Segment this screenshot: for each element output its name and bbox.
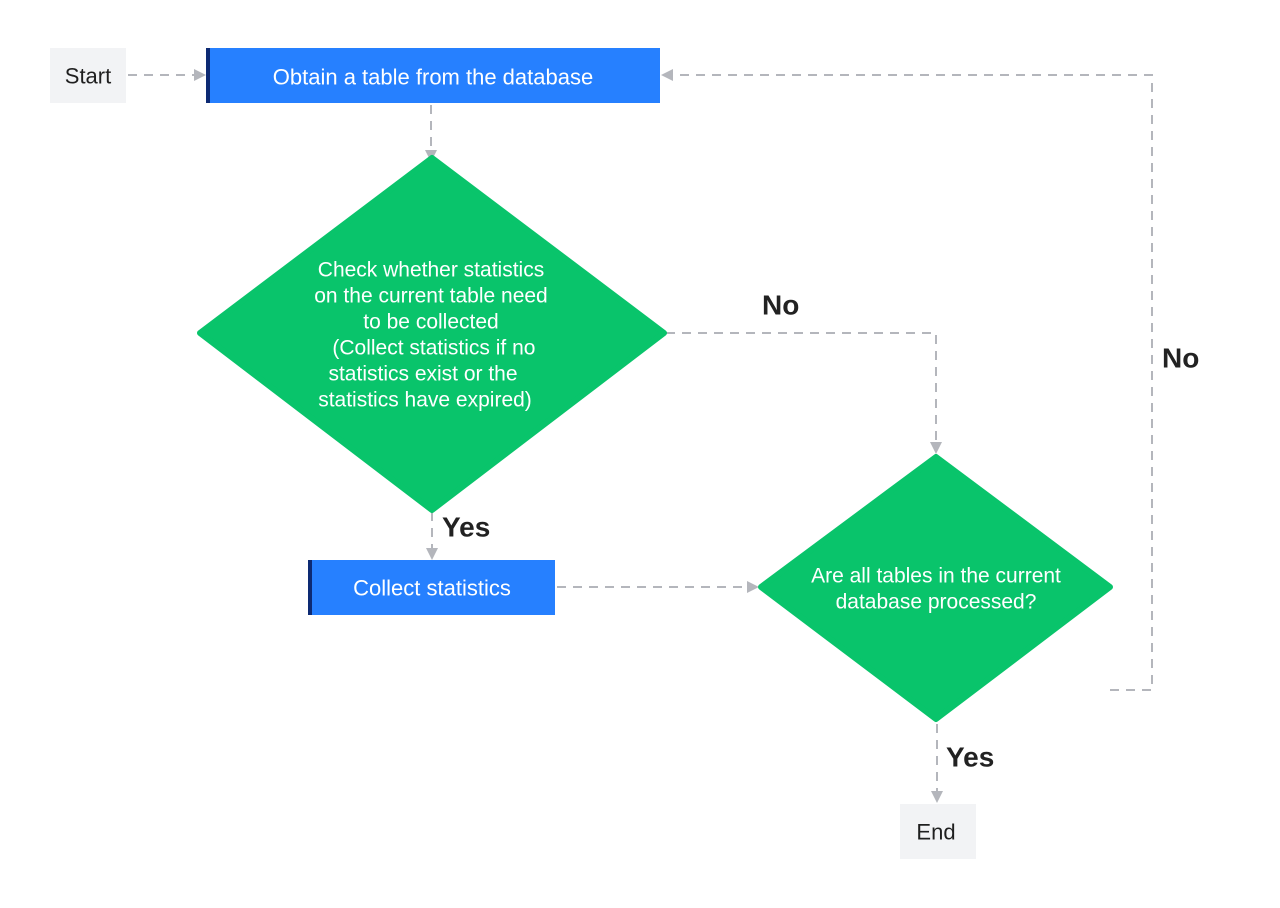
- check-yes-label: Yes: [442, 512, 490, 543]
- start-label: Start: [65, 64, 111, 89]
- check-line-2: on the current table need: [314, 285, 548, 308]
- check-line-3: to be collected: [363, 311, 498, 334]
- all-processed-line-2: database processed?: [836, 591, 1037, 614]
- check-line-5: statistics exist or the: [328, 363, 517, 386]
- check-line-6: statistics have expired): [318, 389, 532, 412]
- obtain-table-node: Obtain a table from the database: [206, 48, 660, 103]
- collect-statistics-node: Collect statistics: [308, 560, 555, 615]
- edge-check-no: [666, 332, 942, 454]
- all-processed-no-label: No: [1162, 343, 1199, 374]
- collect-statistics-label: Collect statistics: [353, 576, 511, 601]
- obtain-table-label: Obtain a table from the database: [273, 65, 593, 90]
- check-no-label: No: [762, 290, 799, 321]
- all-processed-line-1: Are all tables in the current: [811, 565, 1061, 588]
- check-line-1: Check whether statistics: [318, 259, 544, 282]
- edge-all-no-loop: [661, 69, 1153, 691]
- end-node: End: [900, 804, 976, 859]
- all-processed-decision: Are all tables in the current database p…: [758, 454, 1113, 722]
- check-statistics-decision: Check whether statistics on the current …: [197, 155, 667, 513]
- end-label: End: [916, 820, 955, 845]
- all-processed-yes-label: Yes: [946, 742, 994, 773]
- check-line-4: (Collect statistics if no: [327, 337, 536, 360]
- start-node: Start: [50, 48, 126, 103]
